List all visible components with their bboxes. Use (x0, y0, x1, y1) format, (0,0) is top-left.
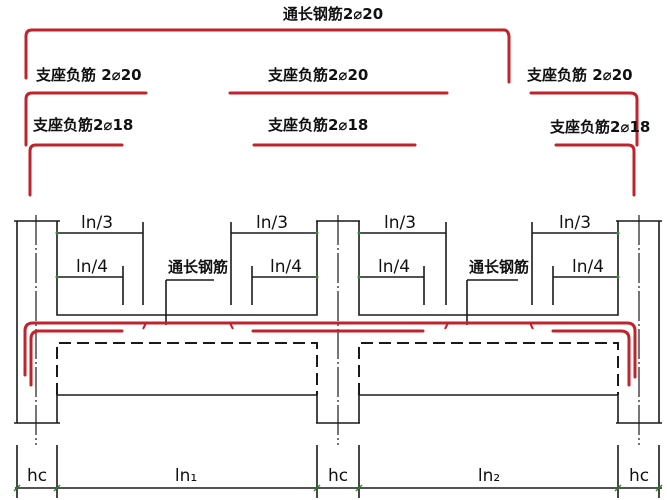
support-neg-1-mid-label: 支座负筋2⌀20 (267, 66, 368, 84)
span-1: ln/3 ln/4 ln/3 ln/4 通长钢筋 (55, 213, 319, 423)
dim-span1-left-ln3: ln/3 (81, 213, 113, 233)
support-neg-2-mid-label: 支座负筋2⌀18 (267, 116, 368, 134)
support-neg-2-left-line (28, 143, 124, 197)
dim-ln1: ln₁ (175, 466, 197, 486)
dim-hc-left: hc (27, 466, 47, 486)
span-2: ln/3 ln/4 ln/3 ln/4 通长钢筋 (357, 213, 620, 423)
support-neg-bar-right (551, 329, 631, 387)
continuous-bar-label: 通长钢筋2⌀20 (283, 5, 383, 23)
support-neg-1-left-line (24, 91, 148, 147)
support-neg-1-right-line (529, 91, 639, 147)
dim-span2-right-ln3: ln/3 (559, 213, 591, 233)
dim-ln2: ln₂ (478, 466, 500, 486)
callout-span1-continuous-bar: 通长钢筋 (168, 258, 228, 276)
beam-rebar (23, 321, 637, 387)
dim-span1-right-ln3: ln/3 (256, 213, 288, 233)
continuous-bar-line (24, 28, 511, 84)
support-neg-2-left-label: 支座负筋2⌀18 (32, 116, 133, 134)
support-neg-2-right-label: 支座负筋2⌀18 (549, 118, 650, 136)
support-neg-bar-left (29, 329, 124, 387)
support-neg-1-left-label: 支座负筋 2⌀20 (35, 66, 142, 84)
continuous-top-bar (23, 321, 637, 379)
dim-hc-right: hc (629, 466, 649, 486)
dim-span2-left-ln4: ln/4 (378, 257, 410, 277)
support-neg-2-right-line (554, 143, 636, 197)
dim-span2-left-ln3: ln/3 (384, 213, 416, 233)
callout-span2-continuous-bar: 通长钢筋 (469, 258, 529, 276)
dim-span1-left-ln4: ln/4 (76, 257, 108, 277)
support-neg-1-right-label: 支座负筋 2⌀20 (526, 66, 633, 84)
bottom-dimensions: hc ln₁ hc ln₂ hc (13, 445, 663, 498)
dim-hc-mid: hc (328, 466, 348, 486)
dim-span1-right-ln4: ln/4 (270, 257, 302, 277)
rebar-schematic: 通长钢筋2⌀20 支座负筋 2⌀20 支座负筋2⌀20 支座负筋 2⌀20 支座… (24, 5, 650, 197)
dim-span2-right-ln4: ln/4 (572, 257, 604, 277)
